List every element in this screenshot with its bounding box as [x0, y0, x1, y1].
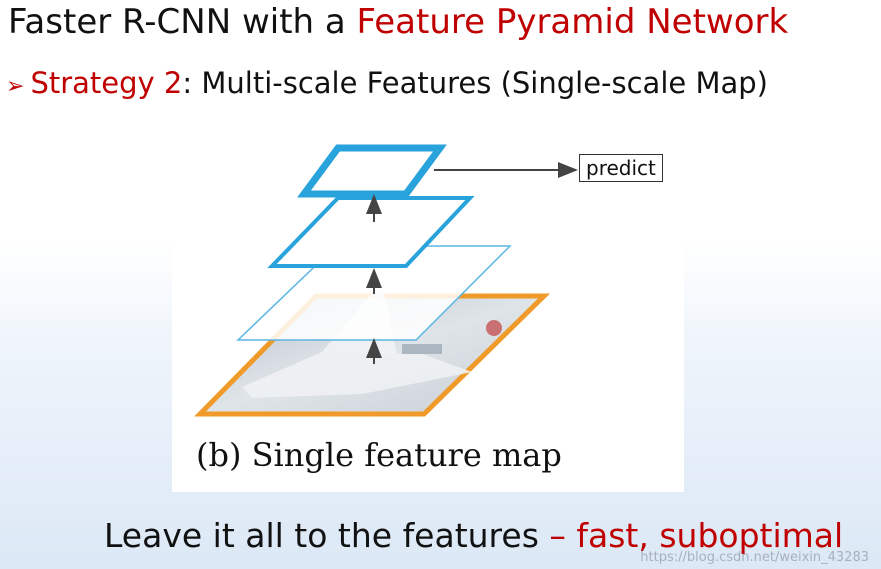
feature-map-level-2 [267, 196, 475, 268]
slide-title: Faster R-CNN with a Feature Pyramid Netw… [8, 2, 788, 42]
subtitle: ➢Strategy 2: Multi-scale Features (Singl… [6, 66, 768, 100]
boat-hull-shape [242, 352, 472, 398]
diagram-figure: predict (b) Single feature map [172, 132, 684, 492]
title-accent: Feature Pyramid Network [356, 2, 789, 42]
bottom-statement: Leave it all to the features – fast, sub… [104, 516, 843, 555]
bottom-prefix: Leave it all to the features [104, 516, 550, 555]
title-prefix: Faster R-CNN with a [8, 2, 357, 42]
subtitle-accent: Strategy 2 [30, 66, 183, 100]
diagram-svg [194, 144, 578, 417]
bullet-arrow-icon: ➢ [6, 74, 25, 99]
watermark: https://blog.csdn.net/weixin_43283 [640, 550, 869, 565]
feature-map-level-3 [297, 144, 447, 198]
bottom-accent: – fast, suboptimal [549, 516, 844, 555]
boat-text-shape [402, 344, 442, 354]
person-shape [486, 320, 502, 336]
figure-caption: (b) Single feature map [196, 436, 562, 474]
subtitle-rest: : Multi-scale Features (Single-scale Map… [182, 66, 768, 100]
predict-label-box: predict [579, 154, 663, 182]
